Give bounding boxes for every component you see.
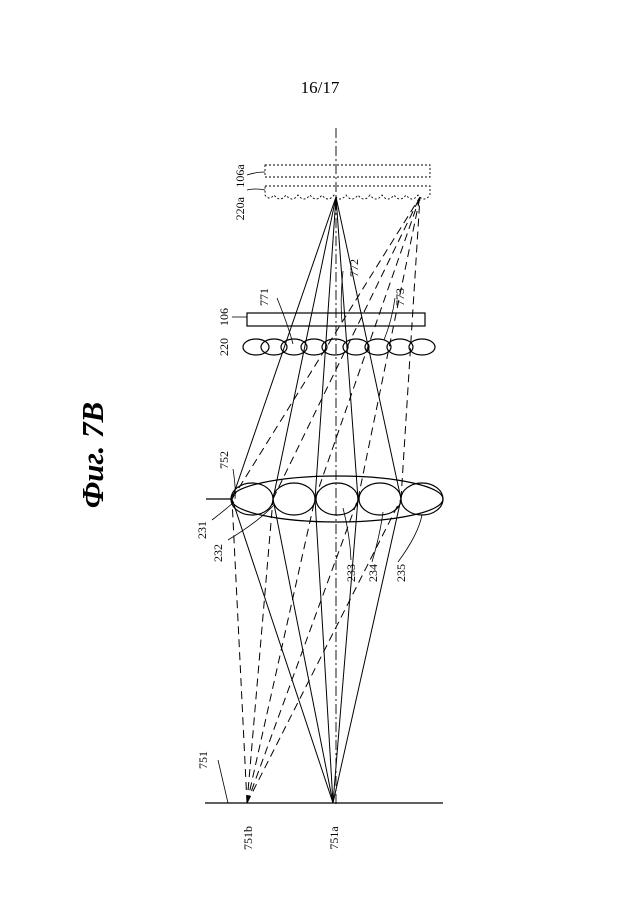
label-752: 752 xyxy=(217,451,231,469)
label-231: 231 xyxy=(195,521,209,539)
label-772: 772 xyxy=(347,259,361,277)
label-751b: 751b xyxy=(241,826,255,850)
element-220a-dotted xyxy=(265,186,430,199)
label-235: 235 xyxy=(394,564,408,582)
label-106a: 106a xyxy=(233,164,247,188)
label-106: 106 xyxy=(217,308,231,326)
lens-array-220 xyxy=(243,339,435,355)
label-771: 771 xyxy=(257,288,271,306)
label-773: 773 xyxy=(393,288,407,306)
label-234: 234 xyxy=(366,564,380,582)
dashed-rays xyxy=(232,197,420,803)
label-220a: 220a xyxy=(233,196,247,220)
label-751: 751 xyxy=(196,751,210,769)
element-106a-dotted xyxy=(265,165,430,177)
label-751a: 751a xyxy=(327,826,341,850)
labels: 106a 220a 772 771 106 773 220 752 231 23… xyxy=(195,164,408,850)
label-233: 233 xyxy=(344,564,358,582)
label-220: 220 xyxy=(217,338,231,356)
label-232: 232 xyxy=(211,544,225,562)
